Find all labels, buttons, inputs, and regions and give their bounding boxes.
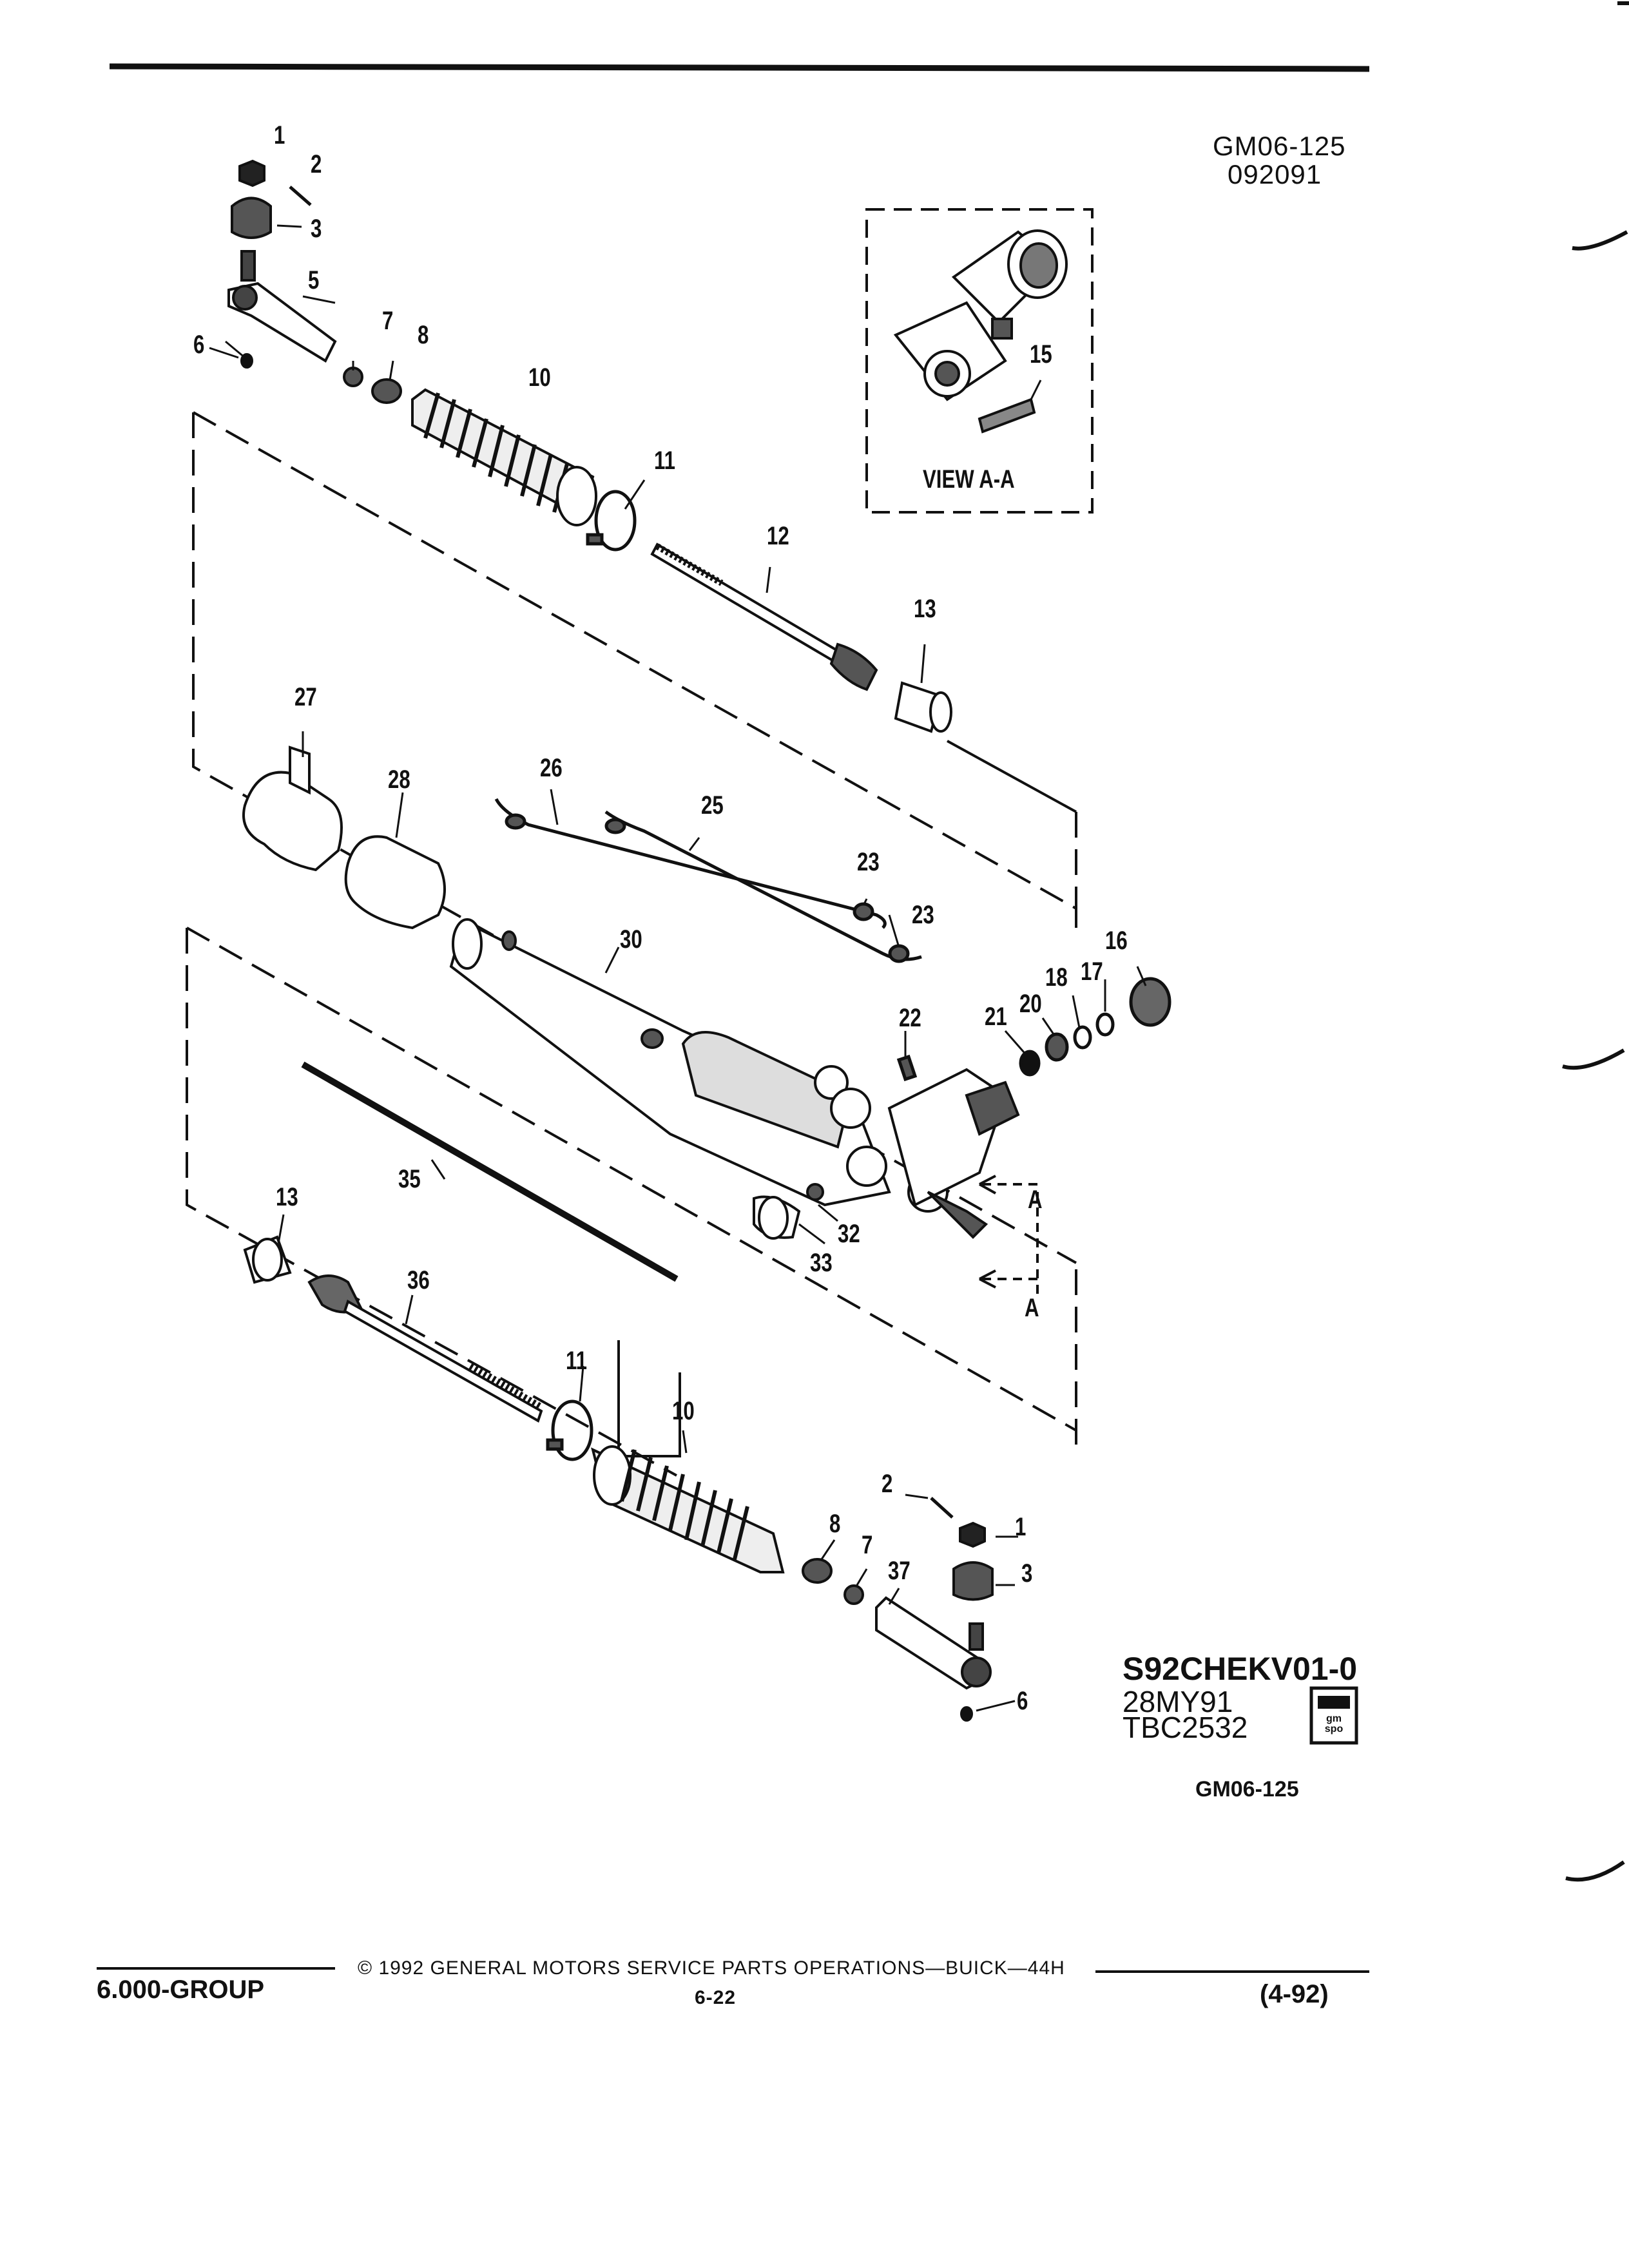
view-a-a-box: [865, 208, 1094, 514]
callout-label: 13: [914, 595, 936, 623]
callout-label: 25: [701, 791, 724, 820]
callout-label: 7: [382, 307, 394, 335]
callout-label: 11: [566, 1347, 587, 1375]
logo-text: gm spo: [1324, 1713, 1344, 1735]
callout-label: 18: [1045, 963, 1068, 992]
view-label: VIEW A-A: [923, 465, 1015, 494]
callout-label: 27: [294, 683, 317, 711]
top-rule: [109, 63, 1370, 72]
footer-page-number: 6-22: [695, 1987, 737, 2008]
callout-label: 37: [888, 1557, 911, 1585]
callout-label: 10: [672, 1397, 695, 1425]
callout-label: 23: [912, 901, 934, 929]
callout-label: A: [1028, 1186, 1043, 1214]
lower-tie-rod-end: [875, 1497, 994, 1722]
footer-revision: (4-92): [1260, 1980, 1329, 2008]
lower-inner-tie-rod: [307, 1274, 544, 1423]
callout-label: 8: [418, 321, 429, 349]
rack-mounts: [242, 745, 446, 930]
rack-housing: [449, 918, 1020, 1239]
callout-label: 1: [274, 121, 285, 149]
callout-label: 21: [985, 1003, 1007, 1031]
callout-label: 30: [620, 925, 642, 954]
callout-label: 12: [767, 522, 789, 550]
figure-code: GM06-125: [1195, 1777, 1299, 1802]
callout-label: 2: [882, 1470, 893, 1498]
callout-label: 35: [398, 1165, 421, 1193]
view-a-a-valve: [893, 229, 1068, 434]
upper-tie-rod-end: [227, 159, 337, 369]
callout-label: 10: [528, 363, 551, 392]
stamp-code: S92CHEKV01-0: [1123, 1651, 1358, 1687]
callout-label: 3: [311, 215, 322, 243]
callout-label: 6: [1017, 1687, 1028, 1715]
callout-label: 17: [1081, 957, 1103, 986]
stamp-date: 28MY91: [1123, 1685, 1233, 1718]
callout-label: A: [1025, 1294, 1039, 1322]
lower-assembly-outline: [186, 928, 677, 1477]
callout-label: 2: [311, 150, 322, 178]
reference-code: GM06-125: [1213, 131, 1346, 161]
callout-label: 11: [654, 447, 675, 475]
callout-label: 36: [407, 1266, 430, 1294]
callout-label: 20: [1019, 990, 1042, 1018]
callout-label: 16: [1105, 927, 1128, 955]
upper-boot: [411, 388, 597, 526]
callout-label: 22: [899, 1004, 921, 1032]
footer-group: 6.000-GROUP: [97, 1975, 265, 2004]
callout-label: 32: [838, 1220, 860, 1248]
callout-label: 13: [276, 1183, 298, 1211]
callout-label: 15: [1030, 340, 1052, 369]
callout-label: 6: [193, 331, 205, 359]
callout-label: 23: [857, 848, 880, 876]
footer-copyright: © 1992 GENERAL MOTORS SERVICE PARTS OPER…: [358, 1957, 1065, 1979]
callout-label: 26: [540, 754, 563, 782]
lower-boot: [591, 1445, 785, 1573]
callout-label: 1: [1015, 1513, 1027, 1541]
callout-label: 33: [810, 1249, 833, 1277]
stamp-ref: TBC2532: [1123, 1711, 1248, 1744]
callout-label: 8: [829, 1510, 841, 1538]
callout-label: 7: [862, 1531, 873, 1559]
fluid-lines: [494, 798, 922, 963]
callout-label: 5: [308, 266, 320, 294]
rack-bar: [301, 1061, 679, 1282]
upper-inner-tie-rod: [650, 543, 878, 691]
reference-date: 092091: [1228, 159, 1322, 189]
callout-label: 28: [388, 765, 410, 794]
callout-label: 3: [1021, 1559, 1033, 1588]
